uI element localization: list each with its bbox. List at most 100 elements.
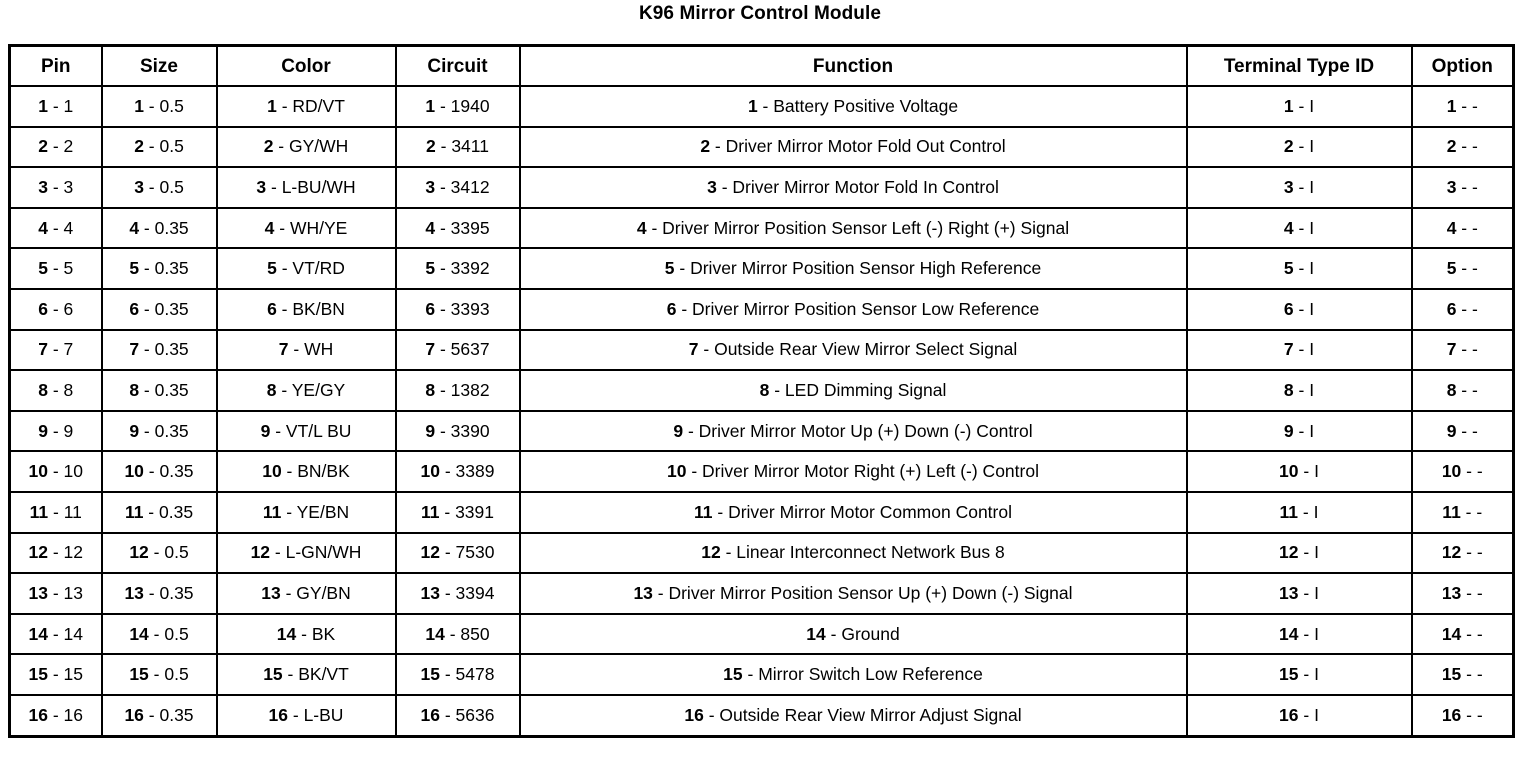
cell-function: 4 - Driver Mirror Position Sensor Left (…	[518, 206, 1188, 250]
cell-index: 15	[1441, 664, 1462, 685]
cell-color: 6 - BK/BN	[215, 287, 397, 331]
cell-value: -	[1471, 298, 1478, 319]
cell-index: 9	[260, 420, 271, 441]
cell-value: YE/BN	[296, 501, 350, 522]
cell-separator: -	[47, 379, 64, 400]
cell-value: -	[1476, 582, 1483, 603]
cell-index: 9	[129, 420, 140, 441]
cell-separator: -	[143, 501, 159, 522]
cell-index: 16	[124, 704, 144, 725]
cell-function: 10 - Driver Mirror Motor Right (+) Left …	[518, 450, 1188, 493]
cell-option: 6 - -	[1410, 287, 1515, 331]
cell-value: 1382	[450, 379, 490, 400]
cell-value: L-BU/WH	[281, 176, 356, 197]
cell-value: LED Dimming Signal	[784, 379, 947, 400]
cell-terminal-type-id: 2 - I	[1185, 125, 1413, 169]
cell-size: 13 - 0.35	[100, 572, 218, 615]
cell-value: 1	[63, 95, 74, 116]
cell-separator: -	[148, 542, 165, 563]
cell-separator: -	[435, 258, 451, 279]
cell-value: Linear Interconnect Network Bus 8	[736, 542, 1005, 563]
cell-separator: -	[444, 623, 461, 644]
cell-index: 6	[38, 298, 48, 319]
cell-separator: -	[1456, 339, 1472, 360]
cell-index: 4	[636, 217, 647, 238]
cell-separator: -	[47, 461, 64, 482]
cell-index: 10	[420, 461, 440, 482]
cell-size: 10 - 0.35	[100, 450, 218, 493]
cell-index: 7	[1446, 339, 1457, 360]
cell-index: 1	[1446, 95, 1457, 116]
cell-option: 1 - -	[1410, 85, 1515, 128]
cell-value: 0.35	[154, 298, 189, 319]
cell-pin: 7 - 7	[8, 328, 103, 372]
cell-size: 12 - 0.5	[100, 531, 218, 575]
cell-value: 3393	[450, 298, 490, 319]
cell-index: 3	[1446, 176, 1457, 197]
cell-value: 1940	[450, 95, 490, 116]
cell-index: 8	[759, 379, 770, 400]
cell-separator: -	[439, 542, 456, 563]
cell-index: 5	[129, 258, 140, 279]
cell-index: 6	[1283, 298, 1294, 319]
cell-index: 13	[124, 582, 144, 603]
cell-color: 8 - YE/GY	[215, 369, 397, 412]
cell-separator: -	[712, 501, 729, 522]
cell-index: 16	[684, 704, 704, 725]
cell-separator: -	[276, 379, 292, 400]
cell-color: 11 - YE/BN	[215, 490, 397, 534]
cell-index: 14	[28, 623, 48, 644]
cell-separator: -	[757, 95, 774, 116]
cell-index: 4	[1446, 217, 1457, 238]
cell-size: 1 - 0.5	[100, 85, 218, 128]
cell-index: 10	[667, 461, 687, 482]
cell-separator: -	[273, 136, 289, 157]
cell-value: I	[1314, 542, 1319, 563]
cell-separator: -	[1293, 298, 1310, 319]
column-header-option: Option	[1410, 44, 1515, 87]
cell-value: 3411	[451, 136, 489, 157]
cell-index: 7	[129, 339, 140, 360]
cell-circuit: 8 - 1382	[394, 369, 521, 412]
cell-value: -	[1476, 461, 1483, 482]
cell-index: 9	[425, 420, 436, 441]
cell-separator: -	[47, 623, 64, 644]
cell-size: 2 - 0.5	[100, 125, 218, 169]
cell-separator: -	[274, 217, 290, 238]
cell-separator: -	[1298, 704, 1315, 725]
cell-value: VT/L BU	[285, 420, 352, 441]
cell-function: 8 - LED Dimming Signal	[518, 369, 1188, 412]
cell-index: 16	[1441, 704, 1462, 725]
cell-index: 12	[28, 542, 48, 563]
cell-separator: -	[1460, 501, 1477, 522]
cell-color: 16 - L-BU	[215, 693, 397, 738]
cell-value: GY/WH	[288, 136, 349, 157]
cell-color: 4 - WH/YE	[215, 206, 397, 250]
cell-color: 10 - BN/BK	[215, 450, 397, 493]
cell-index: 2	[263, 136, 274, 157]
cell-value: 850	[460, 623, 490, 644]
cell-separator: -	[139, 339, 155, 360]
cell-value: 0.35	[154, 339, 189, 360]
cell-value: Driver Mirror Motor Fold In Control	[732, 176, 999, 197]
cell-index: 12	[250, 542, 271, 563]
cell-size: 14 - 0.5	[100, 612, 218, 656]
cell-index: 13	[28, 582, 48, 603]
cell-index: 3	[707, 176, 717, 197]
cell-index: 13	[261, 582, 281, 603]
cell-value: 5478	[455, 664, 495, 685]
cell-separator: -	[1456, 379, 1472, 400]
cell-index: 8	[425, 379, 436, 400]
column-header-circuit: Circuit	[394, 44, 521, 87]
cell-circuit: 12 - 7530	[394, 531, 521, 575]
cell-index: 2	[38, 136, 48, 157]
cell-index: 8	[1446, 379, 1457, 400]
cell-index: 2	[1446, 136, 1457, 157]
cell-value: -	[1471, 176, 1478, 197]
column-header-function: Function	[518, 44, 1188, 87]
cell-function: 16 - Outside Rear View Mirror Adjust Sig…	[518, 693, 1188, 738]
cell-separator: -	[439, 704, 456, 725]
cell-separator: -	[1293, 136, 1310, 157]
